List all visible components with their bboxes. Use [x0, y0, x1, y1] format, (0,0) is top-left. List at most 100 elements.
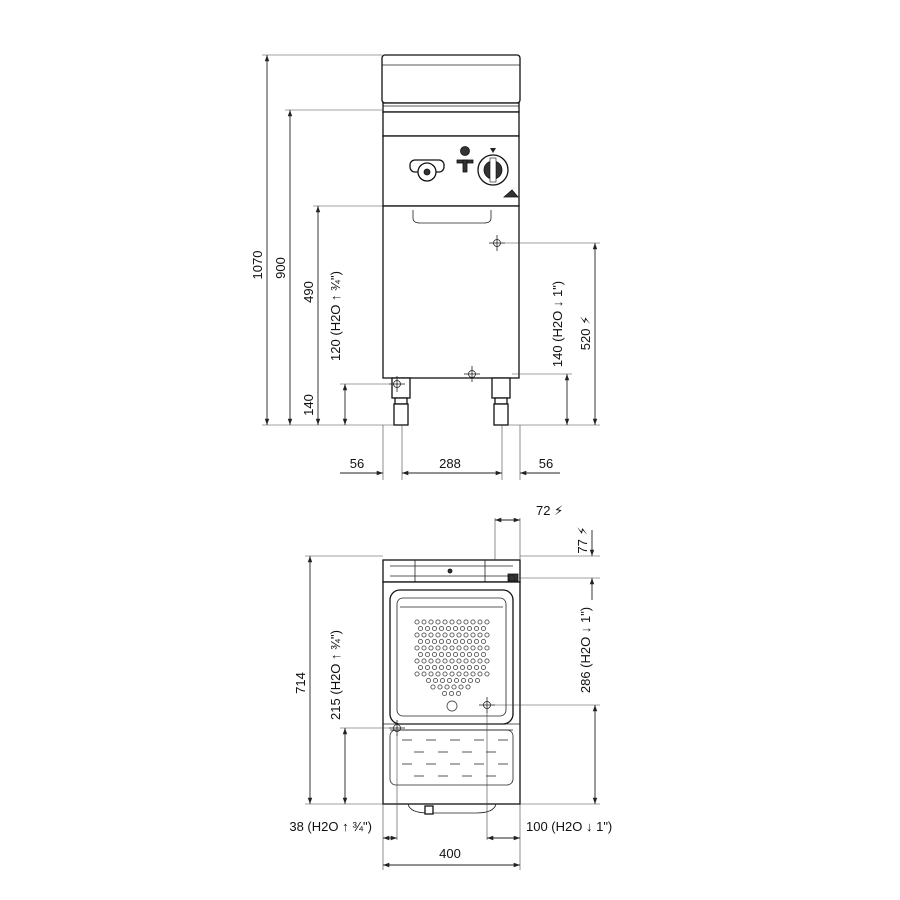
perforation-hole [484, 658, 490, 664]
perforation-hole [417, 638, 424, 645]
perforation-hole [448, 690, 455, 697]
perforation-hole [431, 625, 438, 632]
perforation-hole [456, 645, 462, 651]
perforation-hole [442, 671, 448, 677]
perforation-hole [414, 658, 420, 664]
perforation-hole [435, 671, 441, 677]
perforation-hole [456, 658, 462, 664]
perforation-hole [417, 625, 424, 632]
top-view: 72 ⚡ 77 ⚡ 714 215 (H2O ↑ ¾") 286 (H2O ↓ … [289, 503, 612, 870]
perforation-hole [473, 625, 480, 632]
perforation-hole [474, 677, 481, 684]
gas-tap-icon [409, 159, 445, 182]
drip-tray [383, 723, 520, 786]
perforation-hole [414, 671, 420, 677]
perforation-hole [442, 658, 448, 664]
perforation-hole [452, 664, 459, 671]
perforation-hole [473, 638, 480, 645]
perforation-hole [438, 651, 445, 658]
front-view: 1070 900 490 120 (H2O ↑ ¾") 140 140 (H2O… [250, 54, 600, 480]
perforation-hole [470, 671, 476, 677]
perforation-hole [424, 651, 431, 658]
perforation-hole [455, 690, 462, 697]
perforation-hole [480, 651, 487, 658]
basket-perforations [414, 619, 490, 697]
perforation-hole [463, 671, 469, 677]
perforation-hole [445, 651, 452, 658]
perforation-hole [428, 619, 434, 625]
perforation-hole [414, 645, 420, 651]
perforation-hole [473, 651, 480, 658]
perforation-hole [466, 625, 473, 632]
perforation-hole [477, 658, 483, 664]
perforation-hole [435, 645, 441, 651]
perforation-hole [424, 664, 431, 671]
perforation-hole [463, 632, 469, 638]
perforation-hole [463, 645, 469, 651]
perforation-hole [470, 632, 476, 638]
perforation-hole [453, 677, 460, 684]
perforation-hole [452, 625, 459, 632]
perforation-hole [428, 671, 434, 677]
perforation-hole [431, 638, 438, 645]
perforation-hole [458, 684, 464, 690]
top-strip [382, 559, 521, 583]
perforation-hole [452, 651, 459, 658]
perforation-hole [421, 632, 427, 638]
dim-140-water-outlet: 140 (H2O ↓ 1") [550, 281, 565, 367]
perforation-hole [456, 671, 462, 677]
perforation-hole [428, 658, 434, 664]
perforation-hole [437, 684, 443, 690]
perforation-hole [428, 632, 434, 638]
perforation-hole [425, 677, 432, 684]
perforation-hole [465, 684, 471, 690]
perforation-hole [484, 645, 490, 651]
perforation-hole [452, 638, 459, 645]
perforation-hole [460, 677, 467, 684]
perforation-hole [431, 651, 438, 658]
perforation-hole [438, 638, 445, 645]
perforation-hole [480, 638, 487, 645]
perforation-hole [451, 684, 457, 690]
perforation-hole [473, 664, 480, 671]
drain [407, 803, 497, 815]
perforation-hole [477, 645, 483, 651]
perforation-hole [456, 632, 462, 638]
perforation-hole [445, 664, 452, 671]
front-dimension-labels: 1070 900 490 120 (H2O ↑ ¾") 140 140 (H2O… [250, 251, 593, 471]
vent-icon [502, 189, 519, 198]
dim-77-electric: 77 ⚡ [575, 526, 590, 553]
dim-56-left: 56 [350, 456, 364, 471]
perforation-hole [449, 658, 455, 664]
pilot-button-icon [456, 146, 474, 173]
perforation-hole [421, 619, 427, 625]
perforation-hole [467, 677, 474, 684]
top-frame [381, 54, 521, 113]
perforation-hole [480, 625, 487, 632]
perforation-hole [459, 638, 466, 645]
perforation-hole [449, 632, 455, 638]
drip-tray-slots [402, 739, 508, 777]
perforation-hole [470, 619, 476, 625]
perforation-hole [466, 651, 473, 658]
perforation-hole [459, 651, 466, 658]
perforation-hole [470, 645, 476, 651]
top-dimension-lines [307, 517, 598, 868]
dim-120-water-inlet: 120 (H2O ↑ ¾") [328, 271, 343, 361]
dim-520-electric: 520 ⚡ [578, 316, 593, 350]
dim-288: 288 [439, 456, 461, 471]
dim-38-water-inlet: 38 (H2O ↑ ¾") [289, 819, 372, 834]
perforation-hole [463, 658, 469, 664]
perforation-hole [459, 625, 466, 632]
perforation-hole [435, 658, 441, 664]
perforation-hole [477, 619, 483, 625]
dim-56-right: 56 [539, 456, 553, 471]
dimension-lines [264, 55, 598, 476]
perforation-hole [438, 625, 445, 632]
perforation-hole [441, 690, 448, 697]
dim-286-water-outlet: 286 (H2O ↓ 1") [578, 607, 593, 693]
perforation-hole [414, 619, 420, 625]
perforation-hole [466, 638, 473, 645]
perforation-hole [432, 677, 439, 684]
